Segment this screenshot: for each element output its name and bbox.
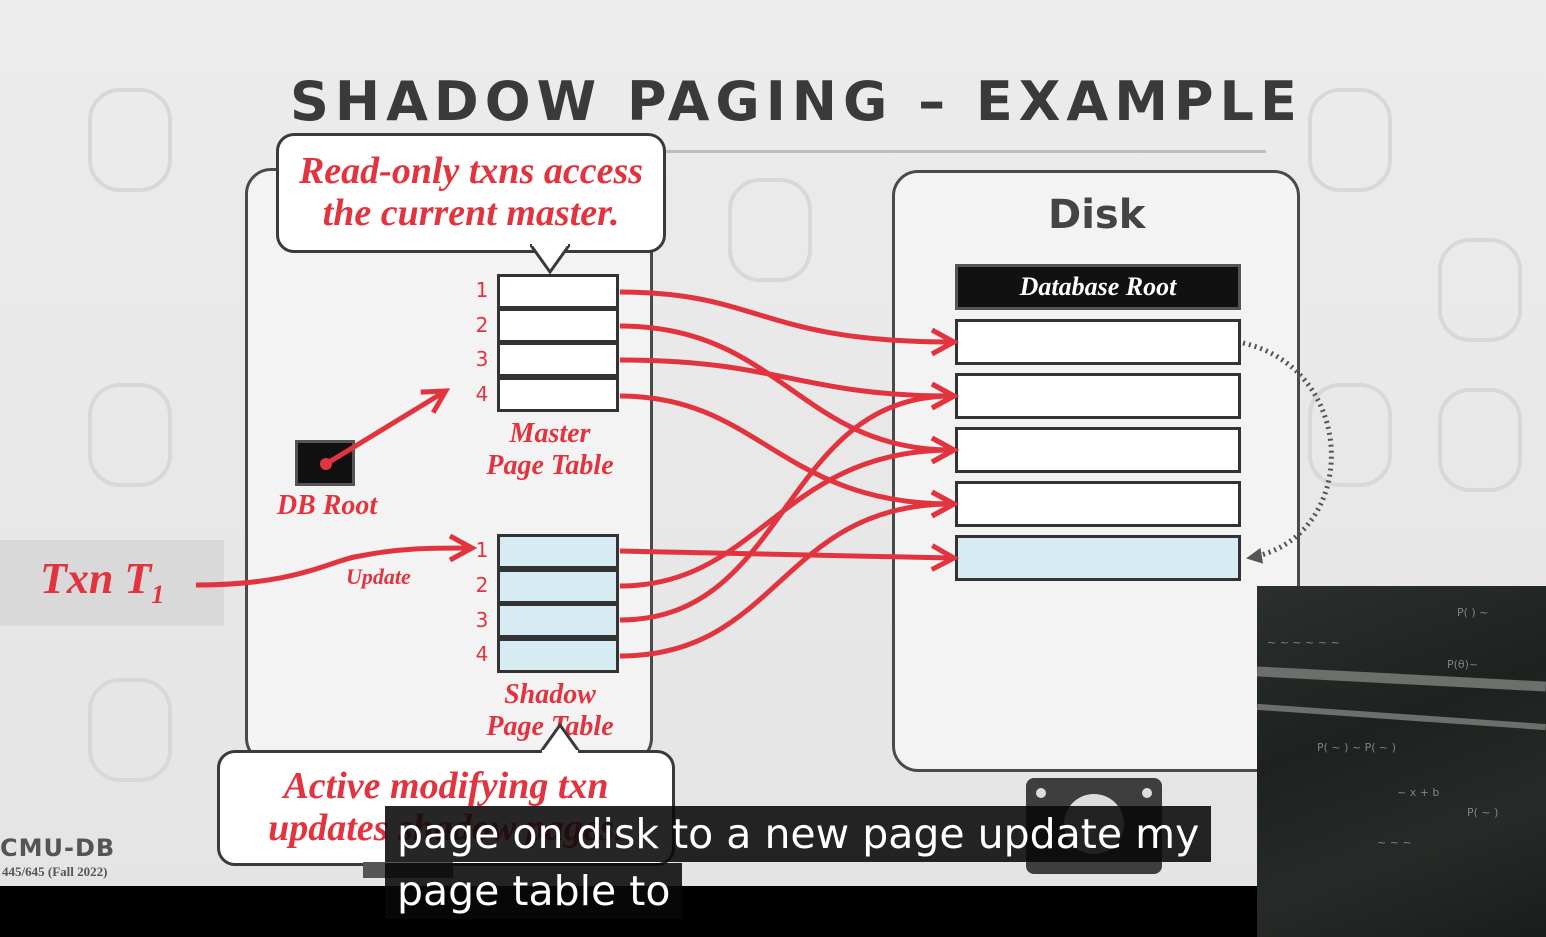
database-root-bar: Database Root	[955, 264, 1241, 310]
arrow-master4	[619, 393, 960, 519]
callout-tail	[530, 244, 570, 274]
arrow-master3	[619, 357, 960, 411]
title-underline	[660, 150, 1266, 153]
cmu-db-logo: CMU-DB	[0, 834, 116, 862]
disk-page-4	[955, 481, 1241, 527]
shadow-page-table-row	[497, 569, 619, 604]
txn-label: Txn T1	[40, 554, 165, 609]
shadow-page-table-row	[497, 603, 619, 638]
caption-line: page table to	[385, 863, 683, 919]
shadow-row-number: 3	[475, 608, 489, 632]
caption-line: page on disk to a new page update my	[385, 806, 1212, 862]
master-row-number: 1	[475, 278, 489, 302]
shadow-row-number: 1	[475, 538, 489, 562]
db-root-label: DB Root	[276, 490, 378, 521]
shadow-page-table-row	[497, 534, 619, 569]
course-label: 445/645 (Fall 2022)	[2, 864, 108, 879]
disk-page-3	[955, 427, 1241, 473]
copy-arrow	[1242, 340, 1334, 564]
arrow-txn	[195, 533, 478, 588]
disk-page-1	[955, 319, 1241, 365]
master-row-number: 4	[475, 382, 489, 406]
arrow-master1	[619, 289, 960, 357]
txn-box	[0, 540, 224, 626]
master-page-table-row	[497, 342, 619, 377]
arrow-dbroot	[324, 388, 451, 467]
arrow-shadow2	[619, 435, 960, 589]
arrow-shadow1	[619, 543, 960, 572]
shadow-page-table-row	[497, 638, 619, 673]
master-row-number: 2	[475, 313, 489, 337]
webcam-overlay: ~ ~ ~ ~ ~ ~ P( ) ~ P(θ)~ P( ~ ) ~ P( ~ )…	[1257, 586, 1546, 937]
master-page-table-row	[497, 274, 619, 309]
arrow-shadow3	[619, 381, 960, 623]
master-row-number: 3	[475, 347, 489, 371]
disk-page-2	[955, 373, 1241, 419]
video-captions: page on disk to a new page update my pag…	[385, 806, 1212, 920]
callout-tail-bottom	[540, 723, 580, 753]
master-page-table-row	[497, 377, 619, 412]
disk-title: Disk	[1048, 192, 1146, 238]
arrow-master2	[619, 323, 960, 465]
master-page-table-row	[497, 308, 619, 343]
disk-page-new	[955, 535, 1241, 581]
shadow-row-number: 4	[475, 642, 489, 666]
slide-title: SHADOW PAGING – EXAMPLE	[290, 70, 1303, 133]
update-label: Update	[346, 564, 411, 589]
arrow-shadow4	[619, 489, 960, 659]
shadow-row-number: 2	[475, 573, 489, 597]
